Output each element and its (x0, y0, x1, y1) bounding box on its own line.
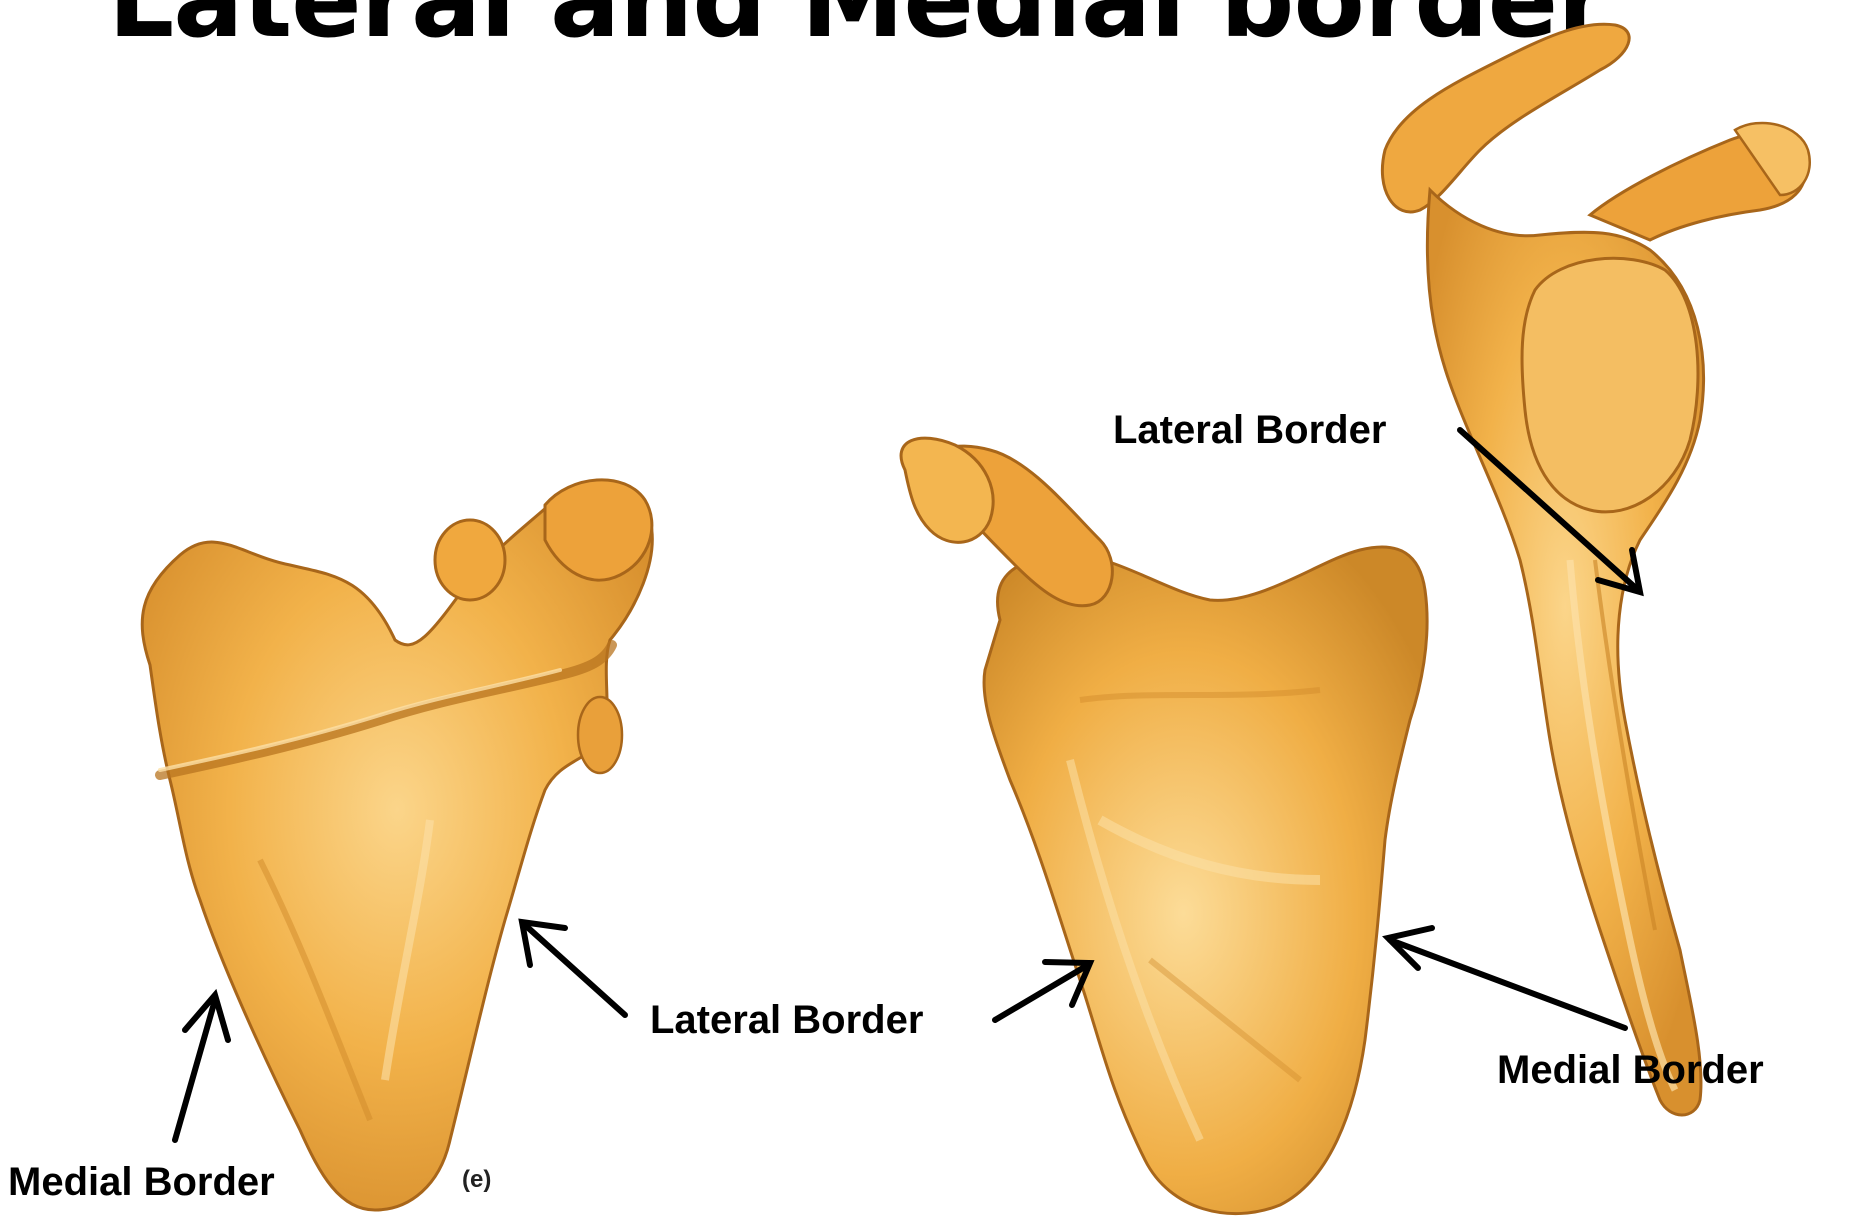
label-left-lateral-border: Lateral Border (650, 1000, 923, 1040)
arrow-left-lateral (525, 925, 625, 1015)
scapula-right (1382, 24, 1809, 1115)
scapula-middle (901, 438, 1427, 1213)
label-right-lateral-border-top: Lateral Border (1113, 410, 1386, 450)
label-left-medial-border: Medial Border (8, 1162, 275, 1202)
arrow-middle-medial (1390, 940, 1625, 1028)
figure-tag: (e) (462, 1168, 491, 1192)
arrow-middle-lateral (995, 965, 1088, 1020)
label-middle-medial-border: Medial Border (1497, 1050, 1764, 1090)
scapula-left (142, 480, 652, 1210)
